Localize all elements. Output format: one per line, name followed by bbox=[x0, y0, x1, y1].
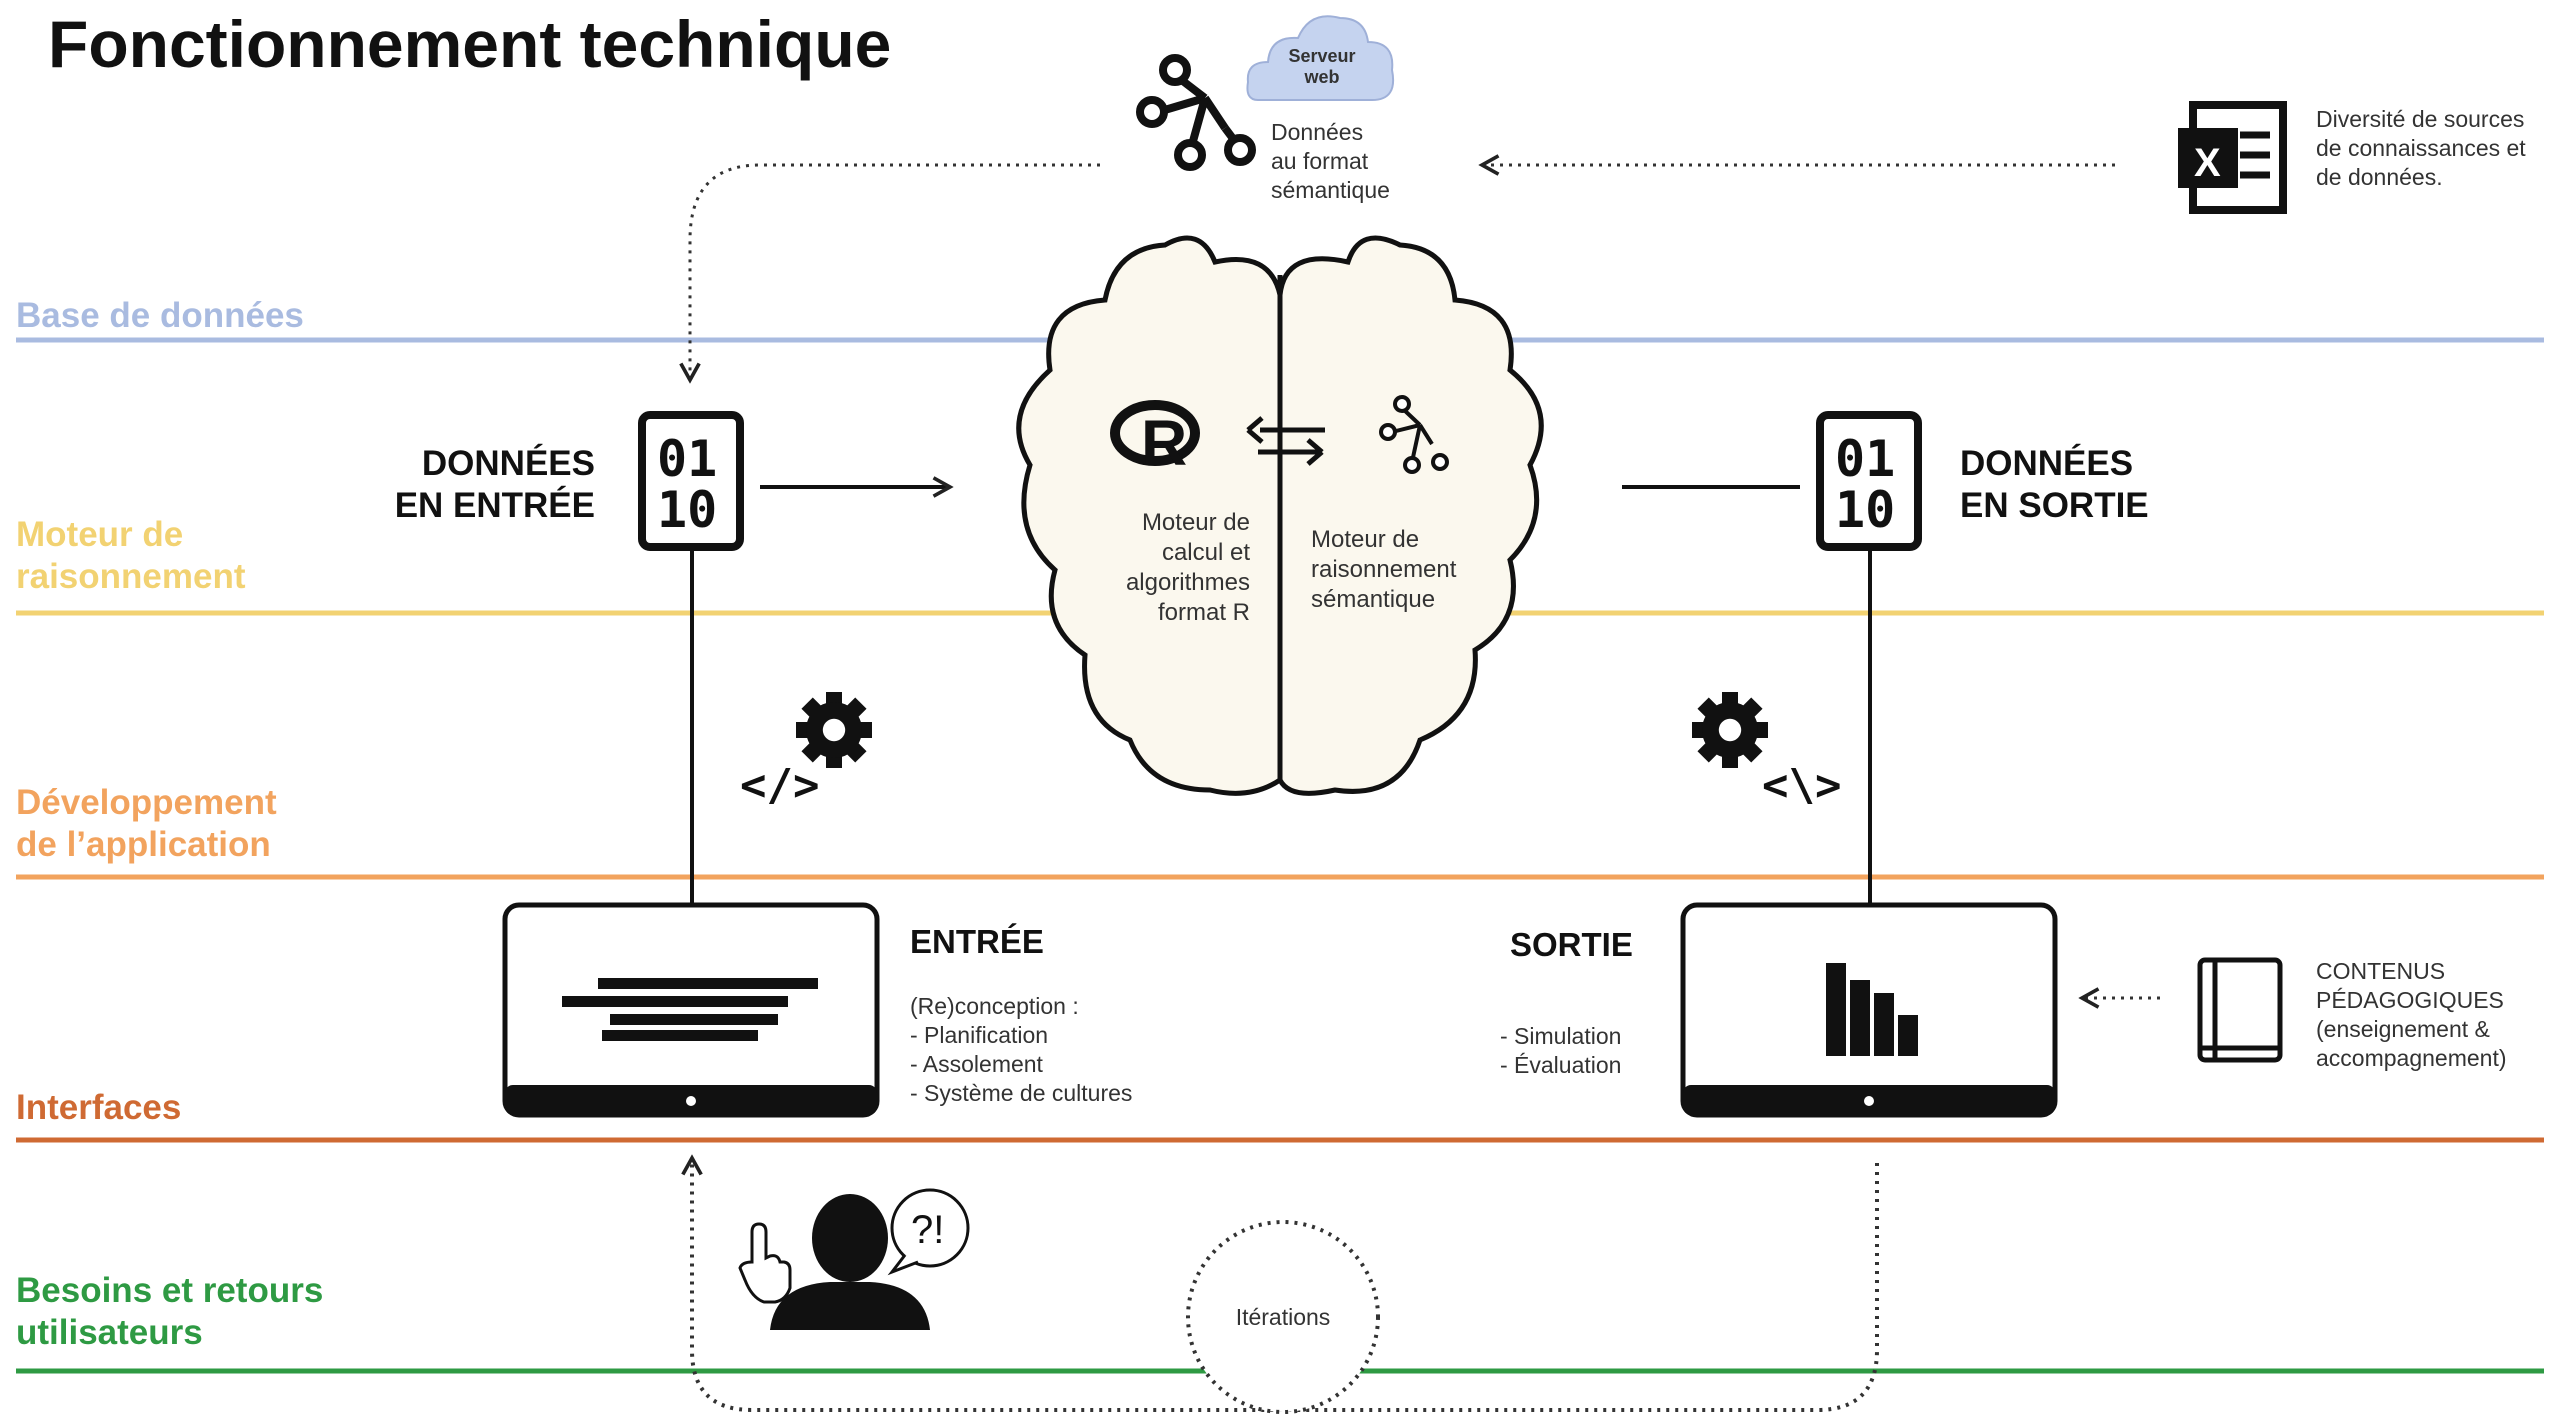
gear-hole bbox=[1718, 718, 1742, 742]
bidirectional-arrow-icon bbox=[1246, 416, 1325, 466]
gear-icon-left bbox=[796, 692, 872, 768]
speech-bubble bbox=[890, 1188, 970, 1268]
output-screen-items: - Simulation - Évaluation bbox=[1500, 1023, 1622, 1078]
output-bits-2: 10 bbox=[1835, 481, 1895, 539]
speech-bubble-tail bbox=[887, 1254, 919, 1276]
code-symbol-right: <\> bbox=[1762, 760, 1841, 811]
output-bits-1: 01 bbox=[1835, 430, 1895, 488]
web-server-cloud bbox=[1246, 15, 1394, 101]
input-screen-items: (Re)conception : - Planification - Assol… bbox=[910, 993, 1133, 1106]
layer-label-development: Développement de l’application bbox=[16, 783, 277, 864]
user-avatar bbox=[770, 1194, 930, 1330]
semantic-engine-label: Moteur de raisonnement sémantique bbox=[1311, 526, 1457, 613]
server-label-line2: web bbox=[1304, 67, 1340, 87]
data-in-label: DONNÉES EN ENTRÉE bbox=[394, 444, 595, 525]
server-label-line1: Serveur bbox=[1288, 46, 1356, 66]
r-logo-letter: R bbox=[1141, 407, 1187, 479]
input-bits-1: 01 bbox=[657, 430, 717, 488]
input-bits-2: 10 bbox=[657, 481, 717, 539]
r-engine-label: Moteur de calcul et algorithmes format R bbox=[1125, 509, 1250, 626]
layer-label-users: Besoins et retours utilisateurs bbox=[16, 1271, 324, 1352]
output-screen-title: SORTIE bbox=[1510, 926, 1633, 963]
book-icon bbox=[2197, 957, 2283, 1063]
iterations-circle bbox=[1186, 1220, 1380, 1414]
speech-bubble-text: ?! bbox=[911, 1208, 944, 1252]
layer-label-database: Base de données bbox=[16, 296, 304, 335]
excel-icon bbox=[2178, 101, 2287, 214]
semantic-to-input-arrow bbox=[690, 163, 1100, 380]
layer-label-interfaces: Interfaces bbox=[16, 1088, 182, 1127]
pedagogy-label: CONTENUS PÉDAGOGIQUES (enseignement & ac… bbox=[2316, 958, 2507, 1071]
sources-label: Diversité de sources de connaissances et… bbox=[2316, 106, 2526, 190]
graph-network-icon bbox=[1136, 54, 1256, 171]
layer-label-reasoning: Moteur de raisonnement bbox=[16, 515, 246, 596]
server-label: Serveur web bbox=[1260, 46, 1384, 88]
r-logo-ring bbox=[1110, 400, 1200, 466]
excel-letter: X bbox=[2194, 141, 2221, 185]
iterations-label: Itérations bbox=[1235, 1304, 1331, 1330]
data-out-label: DONNÉES EN SORTIE bbox=[1960, 444, 2149, 525]
output-screen bbox=[1680, 902, 2058, 1118]
page-title: Fonctionnement technique bbox=[48, 7, 892, 81]
input-screen bbox=[502, 902, 880, 1118]
code-symbol-left: </> bbox=[740, 760, 819, 811]
gear-icon-right bbox=[1692, 692, 1768, 768]
input-screen-title: ENTRÉE bbox=[910, 923, 1044, 960]
semantic-data-label: Données au format sémantique bbox=[1271, 119, 1390, 203]
gear-hole bbox=[822, 718, 846, 742]
semantic-graph-icon bbox=[1379, 395, 1449, 474]
pointer-hand-icon bbox=[738, 1222, 792, 1304]
